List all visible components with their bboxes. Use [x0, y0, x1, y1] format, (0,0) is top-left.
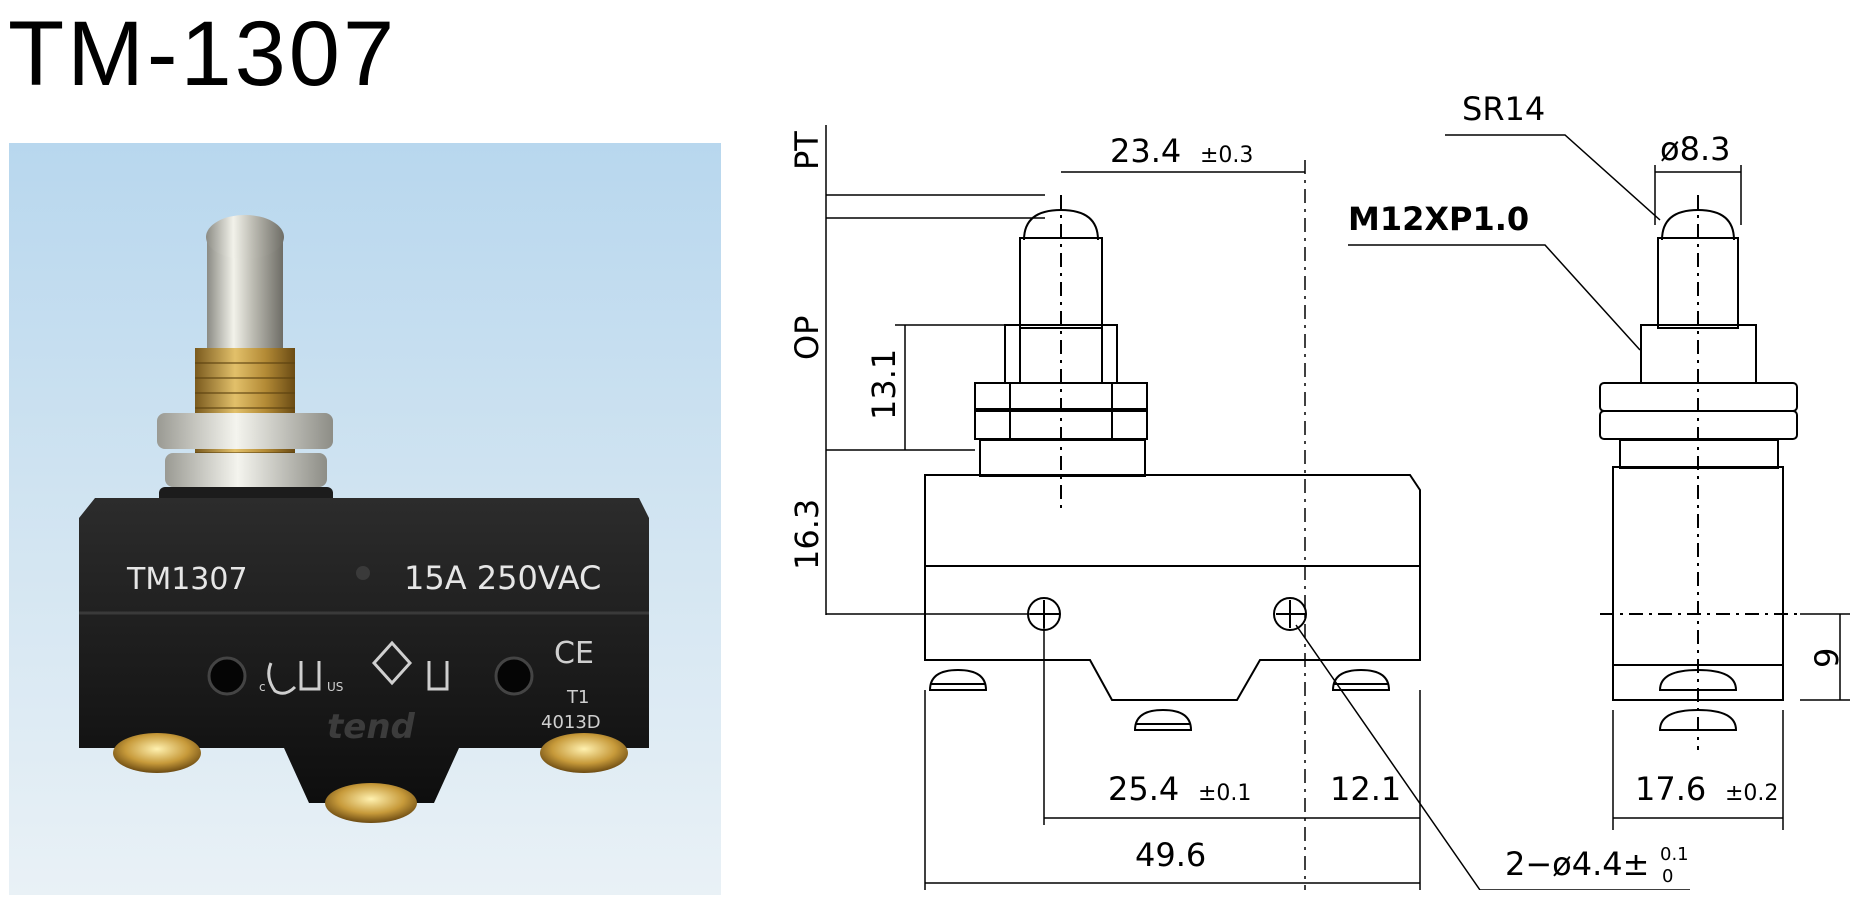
- dim-plunger-diameter: ø8.3: [1660, 130, 1730, 168]
- front-terminals: [928, 668, 1391, 731]
- photo-code-line2: 4013D: [541, 712, 601, 733]
- dim-thread: M12XP1.0: [1348, 200, 1529, 238]
- side-dimensions: [1348, 134, 1850, 830]
- dim-body-height: 16.3: [788, 499, 826, 570]
- dim-side-hole-height: 9: [1808, 648, 1846, 668]
- dim-overall-length: 49.6: [1135, 836, 1206, 874]
- front-dimensions: [825, 125, 1690, 900]
- cert-mark-us: US: [327, 680, 343, 694]
- dim-holes: 2−ø4.4±: [1505, 845, 1649, 883]
- photo-rating-label: 15A 250VAC: [404, 559, 601, 597]
- dim-width-tol: ±0.2: [1725, 781, 1778, 806]
- dim-plunger-offset-tol: ±0.3: [1200, 143, 1253, 168]
- certification-marks-icon: [267, 640, 449, 695]
- product-photo: TM1307 15A 250VAC c US CE T1 4013D tend: [9, 143, 721, 895]
- dim-holes-tol-upper: 0.1: [1660, 844, 1689, 865]
- dim-width: 17.6: [1635, 770, 1706, 808]
- photo-code-line1: T1: [566, 687, 589, 708]
- brand-logo: tend: [327, 707, 416, 747]
- ce-mark: CE: [554, 636, 594, 671]
- cert-mark-c: c: [259, 680, 266, 694]
- dim-bushing-height: 13.1: [865, 349, 903, 420]
- dim-edge-distance: 12.1: [1330, 770, 1401, 808]
- plunger: [206, 215, 284, 355]
- dim-pt: PT: [788, 131, 826, 170]
- side-view: [1599, 195, 1800, 750]
- dim-hole-spacing: 25.4: [1108, 770, 1179, 808]
- dim-holes-tol-lower: 0: [1662, 866, 1673, 887]
- switch-body: TM1307 15A 250VAC c US CE T1 4013D tend: [79, 498, 649, 803]
- dim-hole-spacing-tol: ±0.1: [1198, 781, 1251, 806]
- terminal-screws: [113, 733, 628, 823]
- dim-op: OP: [788, 316, 826, 360]
- photo-model-label: TM1307: [126, 562, 248, 597]
- dim-sphere-radius: SR14: [1462, 90, 1545, 128]
- page-title: TM-1307: [8, 3, 398, 105]
- threaded-bushing: [195, 348, 295, 468]
- front-view: [924, 195, 1421, 731]
- technical-drawing: PT OP 13.1 16.3 23.4 ±0.3 25.4 ±0.1 12.1…: [760, 90, 1860, 900]
- dim-plunger-offset: 23.4: [1110, 132, 1181, 170]
